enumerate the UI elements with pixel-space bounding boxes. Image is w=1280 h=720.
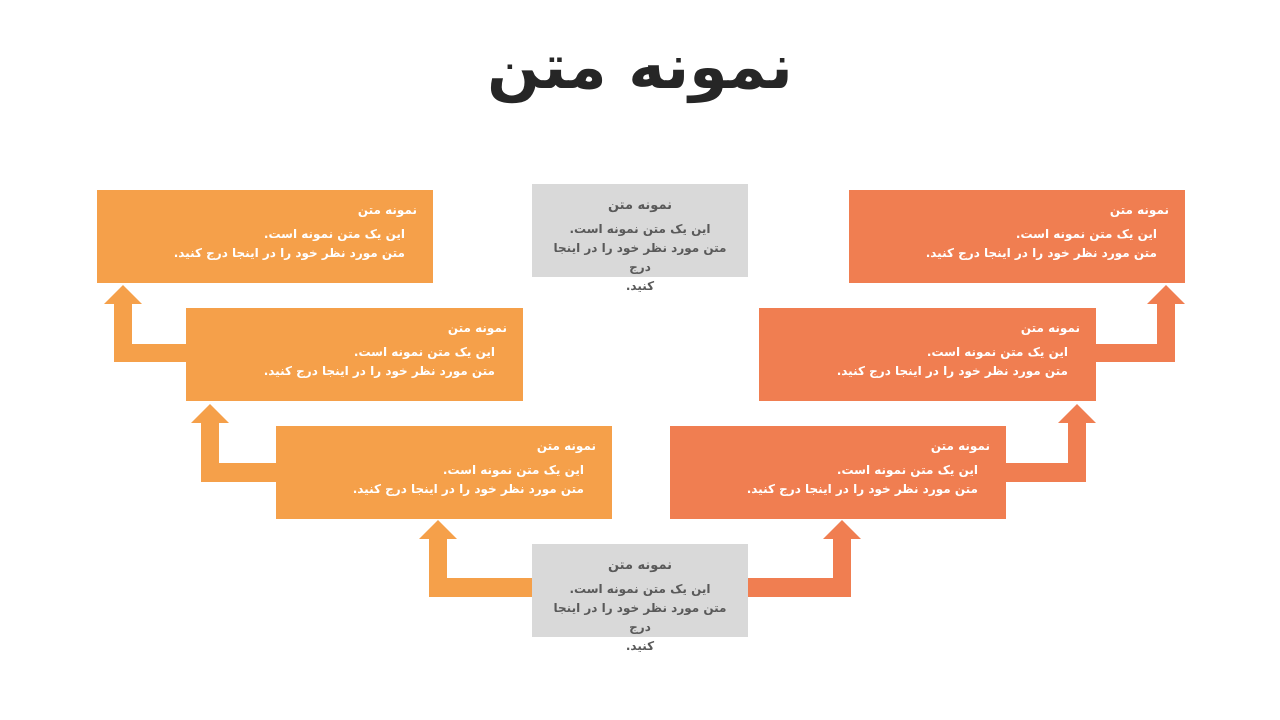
arrow-right-mid <box>1006 404 1096 482</box>
arrow-left-mid <box>191 404 276 482</box>
box-text-line: متن مورد نظر خود را در اینجا درج کنید. <box>352 482 584 496</box>
left-box-mid: نمونه متن این یک متن نمونه است. متن مورد… <box>186 308 523 401</box>
right-box-bottom: نمونه متن این یک متن نمونه است. متن مورد… <box>670 426 1006 519</box>
left-box-top: نمونه متن این یک متن نمونه است. متن مورد… <box>97 190 433 283</box>
box-text-line: این یک متن نمونه است. <box>569 582 711 596</box>
box-text-line: این یک متن نمونه است. <box>1015 227 1157 241</box>
right-box-mid: نمونه متن این یک متن نمونه است. متن مورد… <box>759 308 1096 401</box>
box-text-line: این یک متن نمونه است. <box>569 222 711 236</box>
box-text-line: متن مورد نظر خود را در اینجا درج کنید. <box>836 364 1068 378</box>
arrow-left-bottom <box>419 520 532 597</box>
box-text-line: این یک متن نمونه است. <box>442 463 584 477</box>
arrow-right-bottom <box>748 520 861 597</box>
box-text-line: متن مورد نظر خود را در اینجا درج کنید. <box>925 246 1157 260</box>
arrow-right-top <box>1096 285 1185 362</box>
box-title: نمونه متن <box>447 321 507 335</box>
box-title: نمونه متن <box>1020 321 1080 335</box>
center-bottom-box: نمونه متن این یک متن نمونه است. متن مورد… <box>532 544 748 653</box>
box-text-line: این یک متن نمونه است. <box>353 345 495 359</box>
center-top-box: نمونه متن این یک متن نمونه است. متن مورد… <box>532 184 748 293</box>
box-text-line: این یک متن نمونه است. <box>836 463 978 477</box>
box-title: نمونه متن <box>536 439 596 453</box>
box-text-line: این یک متن نمونه است. <box>263 227 405 241</box>
box-text-line: این یک متن نمونه است. <box>926 345 1068 359</box>
page-title: نمونه متن <box>487 30 793 103</box>
box-text-line: متن مورد نظر خود را در اینجا درج <box>553 241 727 274</box>
box-text-line: متن مورد نظر خود را در اینجا درج کنید. <box>263 364 495 378</box>
box-text-line: کنید. <box>625 279 655 293</box>
box-text-line: متن مورد نظر خود را در اینجا درج <box>553 601 727 634</box>
box-title: نمونه متن <box>1109 203 1169 217</box>
box-text-line: کنید. <box>625 639 655 653</box>
box-title: نمونه متن <box>607 558 673 573</box>
left-box-bottom: نمونه متن این یک متن نمونه است. متن مورد… <box>276 426 612 519</box>
box-text-line: متن مورد نظر خود را در اینجا درج کنید. <box>746 482 978 496</box>
box-title: نمونه متن <box>930 439 990 453</box>
box-text-line: متن مورد نظر خود را در اینجا درج کنید. <box>173 246 405 260</box>
arrow-left-top <box>104 285 186 362</box>
box-title: نمونه متن <box>607 198 673 213</box>
right-box-top: نمونه متن این یک متن نمونه است. متن مورد… <box>849 190 1185 283</box>
box-title: نمونه متن <box>357 203 417 217</box>
